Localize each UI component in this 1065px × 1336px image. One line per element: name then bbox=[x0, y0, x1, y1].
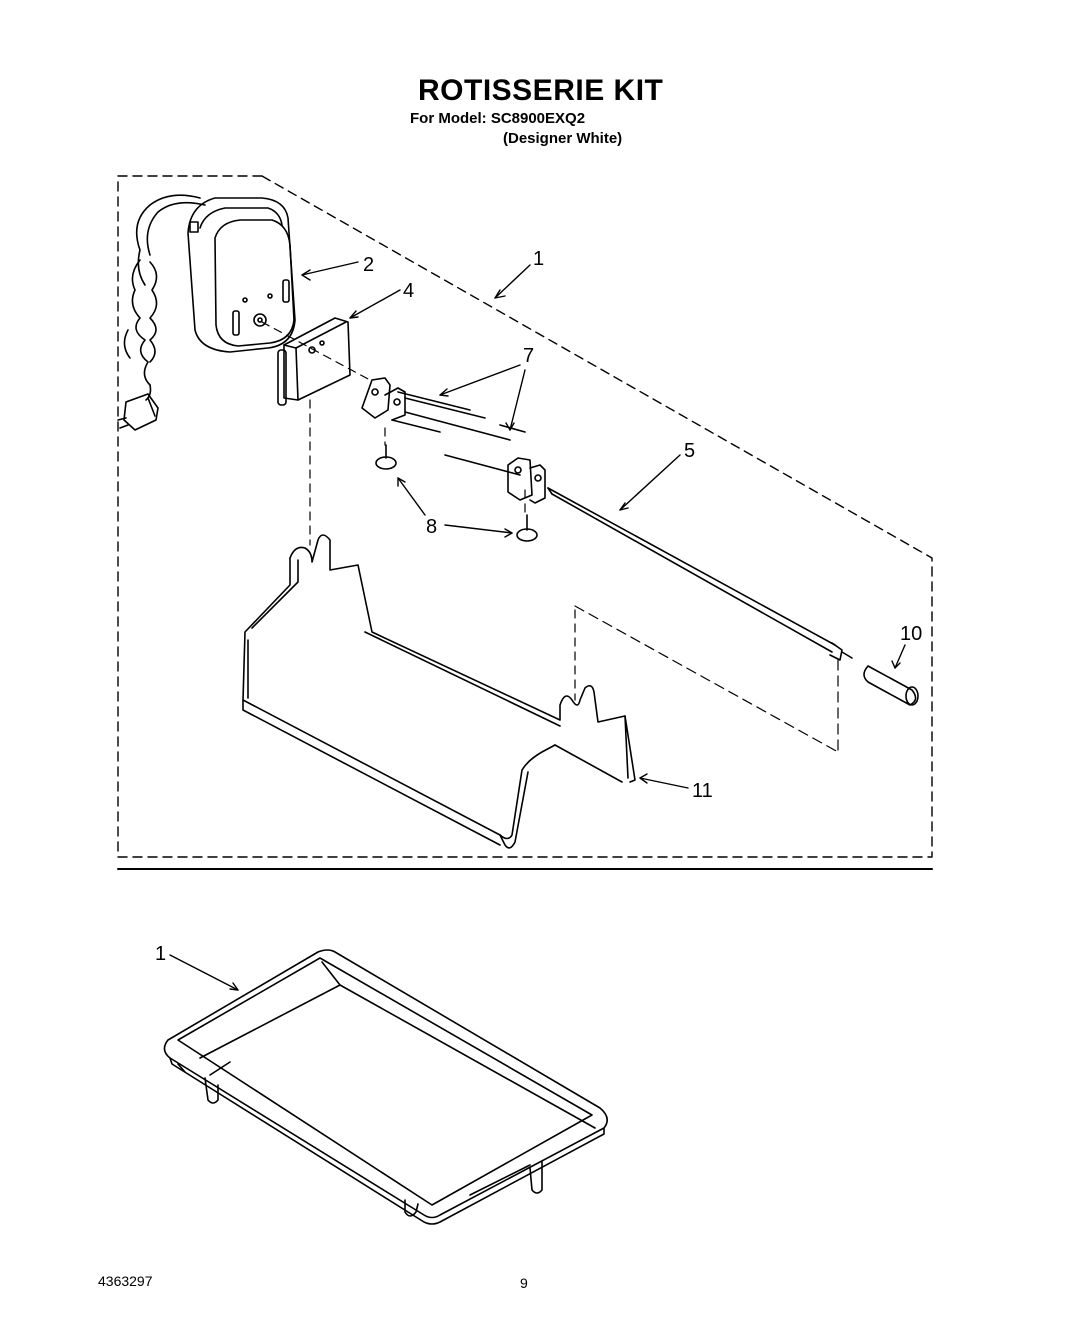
spit-rack bbox=[242, 534, 636, 849]
callout-1-bottom: 1 bbox=[155, 943, 166, 965]
kit-boundary bbox=[117, 175, 933, 858]
model-line: For Model: SC8900EXQ2 bbox=[410, 110, 586, 127]
callout-11: 11 bbox=[692, 780, 713, 802]
drip-pan bbox=[163, 949, 608, 1225]
model-variant: (Designer White) bbox=[503, 130, 623, 147]
callout-5: 5 bbox=[684, 440, 695, 462]
thumb-screws bbox=[375, 444, 538, 542]
callout-1-top: 1 bbox=[533, 248, 544, 270]
mounting-bracket bbox=[277, 317, 351, 406]
callout-10: 10 bbox=[900, 623, 922, 645]
spit-handle bbox=[863, 665, 919, 706]
spit-forks bbox=[361, 377, 546, 504]
callout-2: 2 bbox=[363, 254, 374, 276]
page-title: ROTISSERIE KIT bbox=[418, 74, 664, 107]
motor-part bbox=[117, 194, 296, 431]
callout-4: 4 bbox=[403, 280, 414, 302]
callout-7: 7 bbox=[523, 345, 534, 367]
callout-leaders bbox=[169, 261, 906, 991]
spit-rod bbox=[547, 487, 853, 661]
alignment-lines bbox=[261, 321, 576, 701]
document-number: 4363297 bbox=[98, 1273, 153, 1289]
page-number: 9 bbox=[520, 1275, 528, 1291]
callout-8: 8 bbox=[426, 516, 437, 538]
rack-guide-lines bbox=[574, 605, 839, 753]
